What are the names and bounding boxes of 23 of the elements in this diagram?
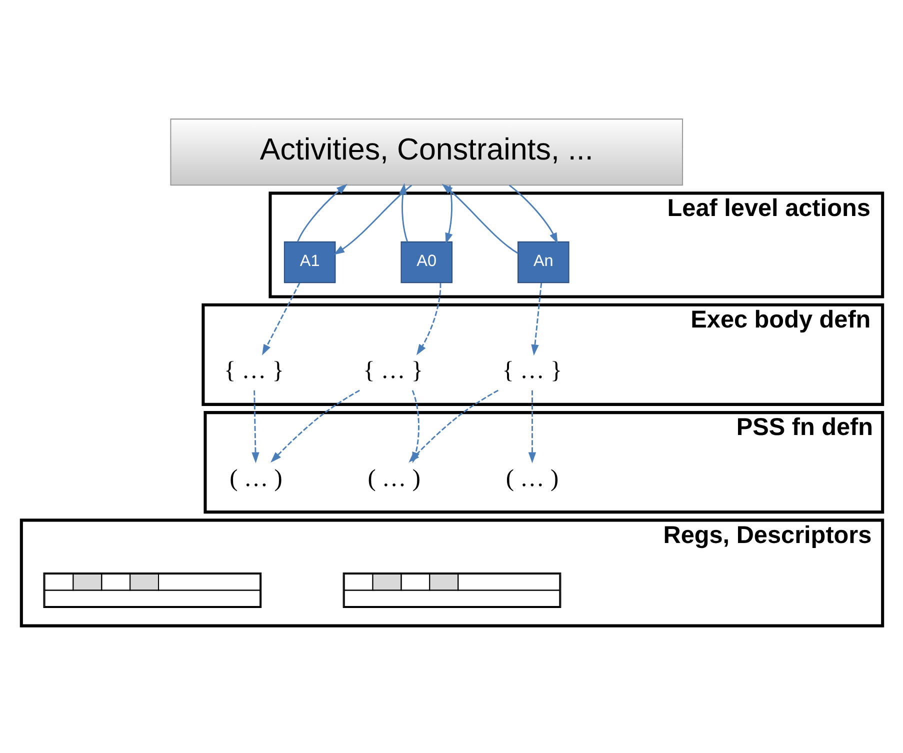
arrow bbox=[296, 184, 347, 242]
arrow bbox=[416, 283, 441, 356]
node-text: { … } bbox=[362, 357, 423, 384]
node-text: ( … ) bbox=[229, 464, 282, 492]
arrow bbox=[270, 390, 360, 463]
node-text: { … } bbox=[502, 357, 562, 384]
arrow bbox=[530, 282, 542, 356]
node-box: A0 bbox=[400, 241, 452, 284]
arrow bbox=[444, 185, 452, 244]
arrow bbox=[251, 390, 259, 464]
node-text: ( … ) bbox=[505, 464, 558, 492]
cluster: Regs, Descriptors bbox=[19, 518, 884, 628]
arrow bbox=[441, 184, 518, 254]
arrow bbox=[398, 183, 408, 242]
node-box: Activities, Constraints, ... bbox=[170, 118, 683, 186]
node-text: { … } bbox=[224, 357, 284, 384]
arrow bbox=[508, 184, 558, 244]
node-box: A1 bbox=[283, 241, 336, 284]
node-box: An bbox=[517, 241, 569, 284]
arrow bbox=[528, 390, 536, 464]
node-text: ( … ) bbox=[367, 464, 420, 492]
arrow bbox=[333, 184, 412, 255]
arrow bbox=[262, 282, 300, 356]
